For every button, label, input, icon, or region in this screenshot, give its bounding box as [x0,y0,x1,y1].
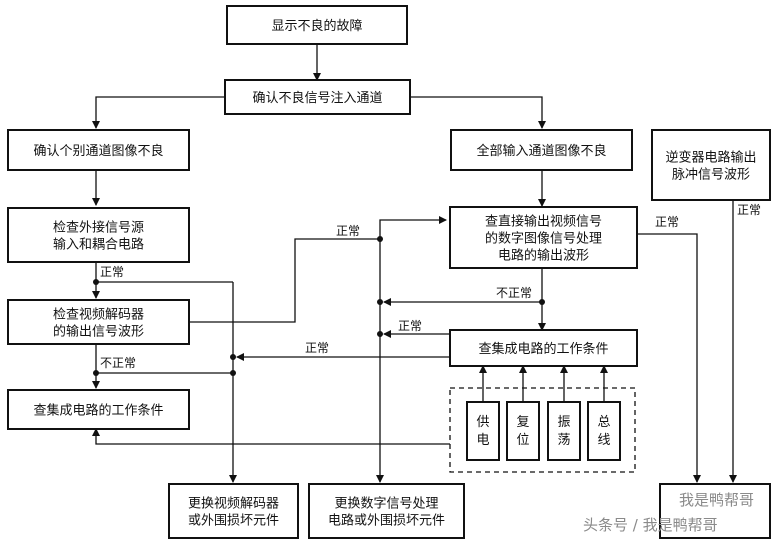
label-normal-right: 正常 [655,215,679,229]
condition-char: 线 [597,433,610,448]
node-text-line: 显示不良的故障 [271,18,362,34]
condition-box [547,401,581,461]
node-text-line: 或外围损坏元件 [188,514,279,529]
node-text-line: 输入和耦合电路 [53,237,144,253]
node-box [226,5,408,45]
node-text-line: 脉冲信号波形 [672,168,750,183]
condition-reset: 复位 [506,401,540,461]
node-text-line: 电路或外围损坏元件 [328,513,445,529]
node-box [7,207,190,263]
label-normal-inverter: 正常 [737,203,761,217]
label-normal-top: 正常 [336,224,360,238]
condition-power: 供电 [466,401,500,461]
node-text-line: 全部输入通道图像不良 [476,143,606,159]
node-box [224,79,411,115]
node-text-line: 逆变器电路输出 [665,150,756,166]
node-box [7,129,190,171]
node-text-line: 检查外接信号源 [53,220,144,236]
label-abnormal-decoder: 不正常 [100,356,136,370]
junction-dots [93,236,545,376]
node-text-line: 查集成电路的工作条件 [33,403,163,419]
label-abnormal-output: 不正常 [496,286,532,300]
node-text-line: 更换数字信号处理 [334,497,438,512]
condition-char: 电 [476,433,489,448]
condition-char: 荡 [557,433,570,448]
node-text-line: 的数字图像信号处理 [485,231,602,247]
node-single-channel: 确认个别通道图像不良 [7,129,190,171]
node-box [7,299,190,345]
node-text-line: 检查视频解码器 [53,308,144,323]
condition-char: 复 [516,415,529,430]
condition-oscillation: 振荡 [547,401,581,461]
condition-bus: 总线 [587,401,621,461]
condition-char: 位 [516,433,529,448]
label-normal-decoder: 正常 [305,341,329,355]
node-box [308,483,465,539]
node-text-line: 确认个别通道图像不良 [33,143,163,159]
watermark-top: 我是鸭帮哥 [679,491,754,509]
condition-char: 振 [557,415,570,430]
connector-lines [92,44,737,483]
node-text-line: 确认不良信号注入通道 [252,90,382,106]
node-last-box [659,483,771,539]
label-normal-external: 正常 [100,265,124,279]
condition-char: 供 [476,415,489,430]
condition-char: 总 [597,415,610,430]
node-box [449,329,638,367]
condition-box [587,401,621,461]
watermark-bottom: 头条号 / 我是鸭帮哥 [583,516,718,534]
node-check-ic-left: 查集成电路的工作条件 [7,389,190,430]
node-start: 显示不良的故障 [226,5,408,45]
node-text-line: 查集成电路的工作条件 [478,341,608,357]
label-normal-ic1: 正常 [398,319,422,333]
condition-box [466,401,500,461]
node-box [449,206,638,269]
node-text-line: 更换视频解码器 [188,497,279,512]
node-box [7,389,190,430]
node-box [168,483,299,539]
node-text-line: 的输出信号波形 [53,324,144,340]
node-text-line: 查直接输出视频信号 [485,214,602,230]
node-text-line: 电路的输出波形 [498,248,589,264]
node-box [450,129,633,171]
node-box [651,129,771,201]
node-check-ic-right: 查集成电路的工作条件 [449,329,638,367]
node-confirm-channel: 确认不良信号注入通道 [224,79,411,115]
condition-box [506,401,540,461]
conditions-group [449,387,636,473]
node-all-channels: 全部输入通道图像不良 [450,129,633,171]
node-box [659,483,771,539]
